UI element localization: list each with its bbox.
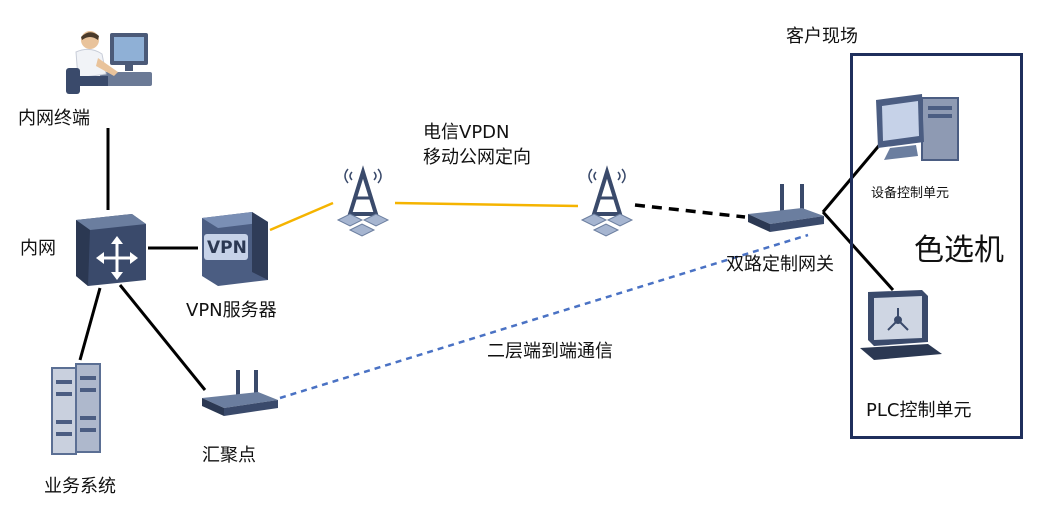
link-router-aggregation <box>118 284 207 391</box>
link-router-business <box>78 287 102 361</box>
link-tower-gateway <box>634 203 746 219</box>
label-business-system: 业务系统 <box>44 476 116 497</box>
link-vpn-tower-left <box>269 201 334 232</box>
link-tower-tower <box>394 201 579 208</box>
label-dual-gateway: 双路定制网关 <box>726 254 834 275</box>
link-gateway-plc <box>821 210 895 292</box>
label-telecom-vpdn: 电信VPDN <box>423 122 510 143</box>
label-l2-e2e: 二层端到端通信 <box>487 341 613 362</box>
cell-tower-right-icon <box>580 165 634 237</box>
label-aggregation-point: 汇聚点 <box>202 445 256 466</box>
vpn-server-icon <box>202 212 268 286</box>
label-mobile-apn: 移动公网定向 <box>423 147 531 168</box>
label-color-sorter: 色选机 <box>914 233 1004 268</box>
intranet-terminal-icon <box>66 31 152 94</box>
aggregation-router-icon <box>202 370 278 416</box>
label-device-control: 设备控制单元 <box>871 186 950 201</box>
label-plc-control: PLC控制单元 <box>866 400 972 421</box>
business-system-icon <box>51 363 101 455</box>
device-control-pc-icon <box>876 94 959 161</box>
label-intranet-terminal: 内网终端 <box>18 108 90 129</box>
vpn-badge-text: VPN <box>207 238 247 258</box>
customer-site-box <box>850 53 1023 439</box>
plc-control-monitor-icon <box>860 290 942 360</box>
link-l2-e2e <box>279 233 809 400</box>
cell-tower-left-icon <box>336 165 390 237</box>
label-vpn-server: VPN服务器 <box>186 300 277 321</box>
label-intranet: 内网 <box>20 238 56 259</box>
intranet-router-icon <box>76 214 146 286</box>
dual-gateway-icon <box>748 184 824 232</box>
label-customer-site: 客户现场 <box>786 26 858 47</box>
